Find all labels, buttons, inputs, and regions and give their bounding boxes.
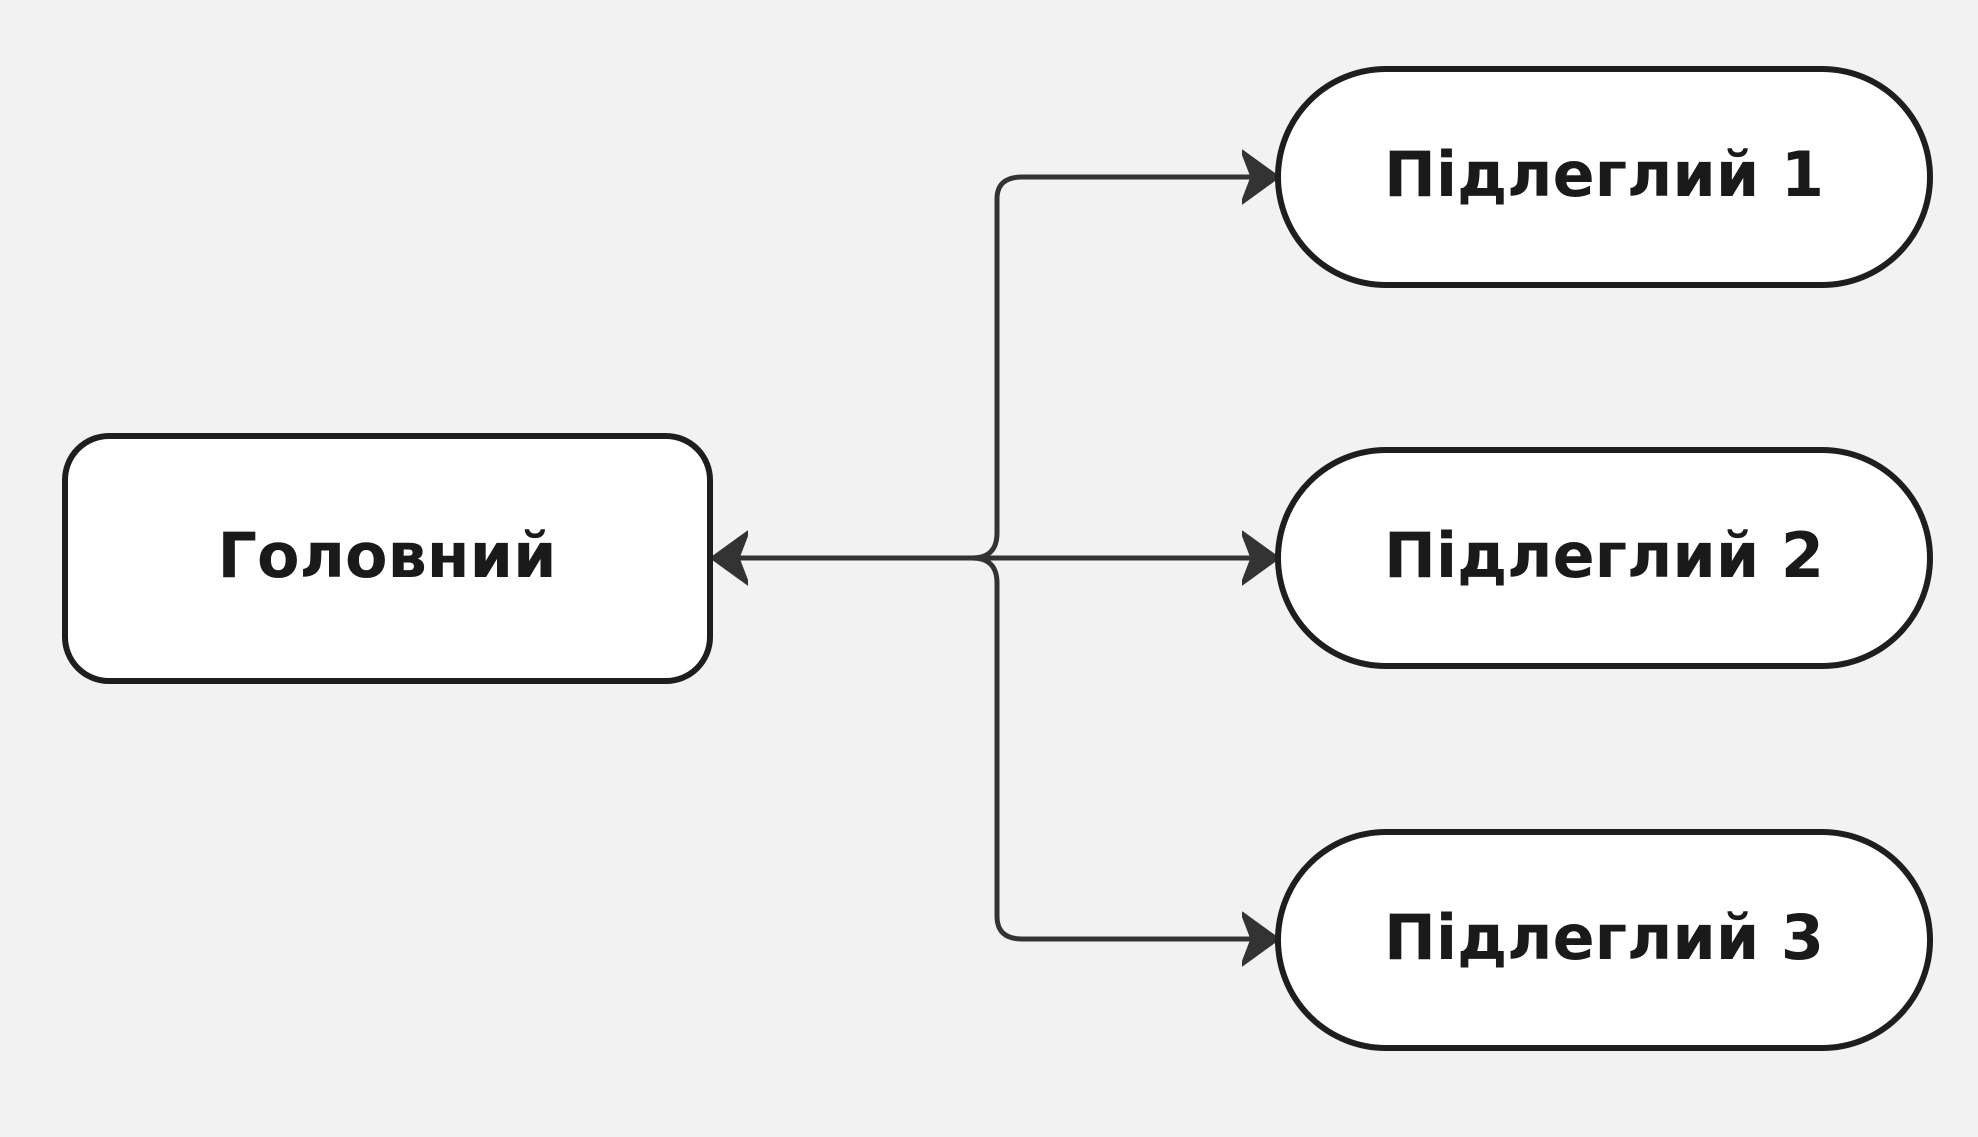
node-sub3-label: Підлеглий 3 (1384, 901, 1824, 974)
node-main-shape (62, 433, 713, 684)
node-sub2[interactable]: Підлеглий 2 (1275, 447, 1933, 669)
node-sub3-shape (1275, 829, 1933, 1051)
node-sub2-shape (1275, 447, 1933, 669)
node-sub1-shape (1275, 66, 1933, 288)
node-sub1-label: Підлеглий 1 (1384, 138, 1824, 211)
node-main-label: Головний (217, 519, 556, 592)
node-sub3[interactable]: Підлеглий 3 (1275, 829, 1933, 1051)
node-sub1[interactable]: Підлеглий 1 (1275, 66, 1933, 288)
node-sub2-label: Підлеглий 2 (1384, 519, 1824, 592)
edge-main-to-sub1[interactable] (712, 177, 1278, 561)
node-main[interactable]: Головний (62, 433, 713, 684)
edge-main-to-sub3[interactable] (712, 555, 1278, 939)
connectors (712, 177, 1278, 939)
